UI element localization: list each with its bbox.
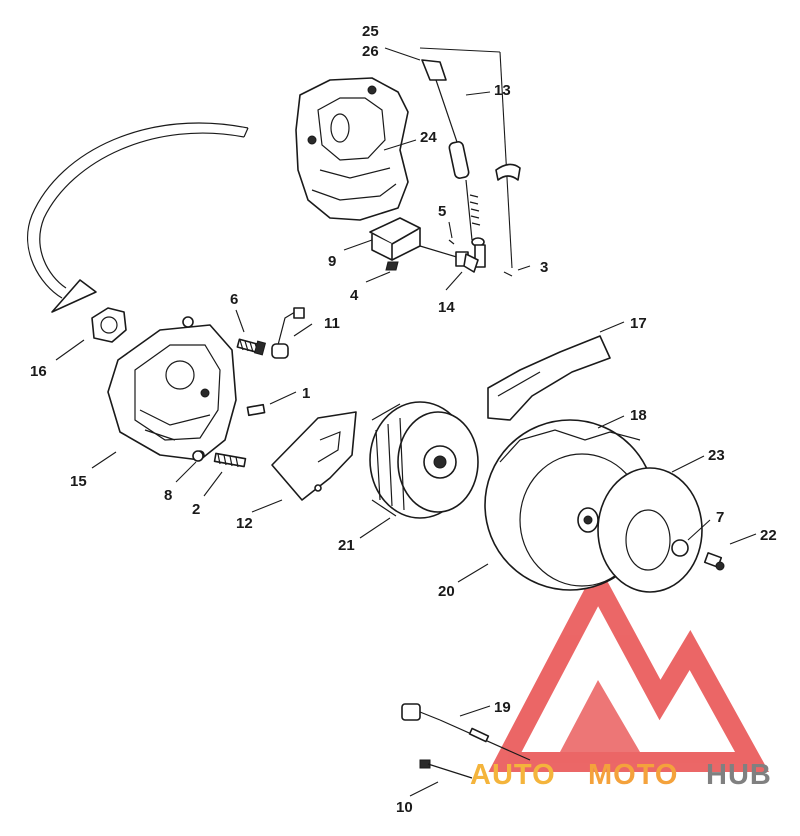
housing-part-24 [295, 77, 409, 221]
watermark-hub: HUB [706, 759, 772, 791]
cable-part-19 [401, 703, 531, 761]
screw-part-22 [703, 552, 725, 571]
callout-10: 10 [396, 799, 413, 816]
handle-part-11 [271, 307, 305, 359]
callout-5: 5 [438, 203, 446, 220]
callout-12: 12 [236, 515, 253, 532]
rod-part-13 [419, 47, 521, 269]
callout-4: 4 [350, 287, 359, 304]
callout-2: 2 [192, 501, 200, 518]
leader-lines [55, 47, 757, 797]
small-hardware-parts [369, 217, 513, 277]
screws [192, 338, 267, 468]
watermark-moto: MOTO [588, 759, 678, 791]
gasket-part-16 [91, 307, 127, 343]
callout-19: 19 [494, 699, 511, 716]
callout-18: 18 [630, 407, 647, 424]
callout-1: 1 [302, 385, 310, 402]
rod-part-10 [419, 759, 473, 779]
callout-8: 8 [164, 487, 172, 504]
callout-21: 21 [338, 537, 355, 554]
callout-labels: 25 26 13 24 5 9 3 4 14 6 11 16 1 17 18 2… [30, 23, 777, 816]
callout-23: 23 [708, 447, 725, 464]
callout-17: 17 [630, 315, 647, 332]
callout-6: 6 [230, 291, 238, 308]
callout-13: 13 [494, 82, 511, 99]
callout-25: 25 [362, 23, 379, 40]
callout-9: 9 [328, 253, 336, 270]
shroud-part-17 [487, 335, 611, 421]
callout-11: 11 [324, 315, 340, 332]
callout-7: 7 [716, 509, 724, 526]
callout-26: 26 [362, 43, 379, 60]
watermark-text: AUTO MOTO HUB [470, 759, 772, 791]
callout-16: 16 [30, 363, 47, 380]
callout-22: 22 [760, 527, 777, 544]
starter-housing-part-15 [107, 316, 237, 461]
watermark-logo [488, 563, 769, 772]
guide-plate-part-12 [271, 411, 357, 501]
watermark-auto: AUTO [470, 759, 556, 791]
assembly-arrow [27, 122, 249, 313]
decal-part-23 [597, 467, 703, 593]
callout-14: 14 [438, 299, 455, 316]
callout-3: 3 [540, 259, 548, 276]
callout-24: 24 [420, 129, 437, 146]
callout-20: 20 [438, 583, 455, 600]
callout-15: 15 [70, 473, 87, 490]
pulley-part-21 [369, 401, 479, 519]
